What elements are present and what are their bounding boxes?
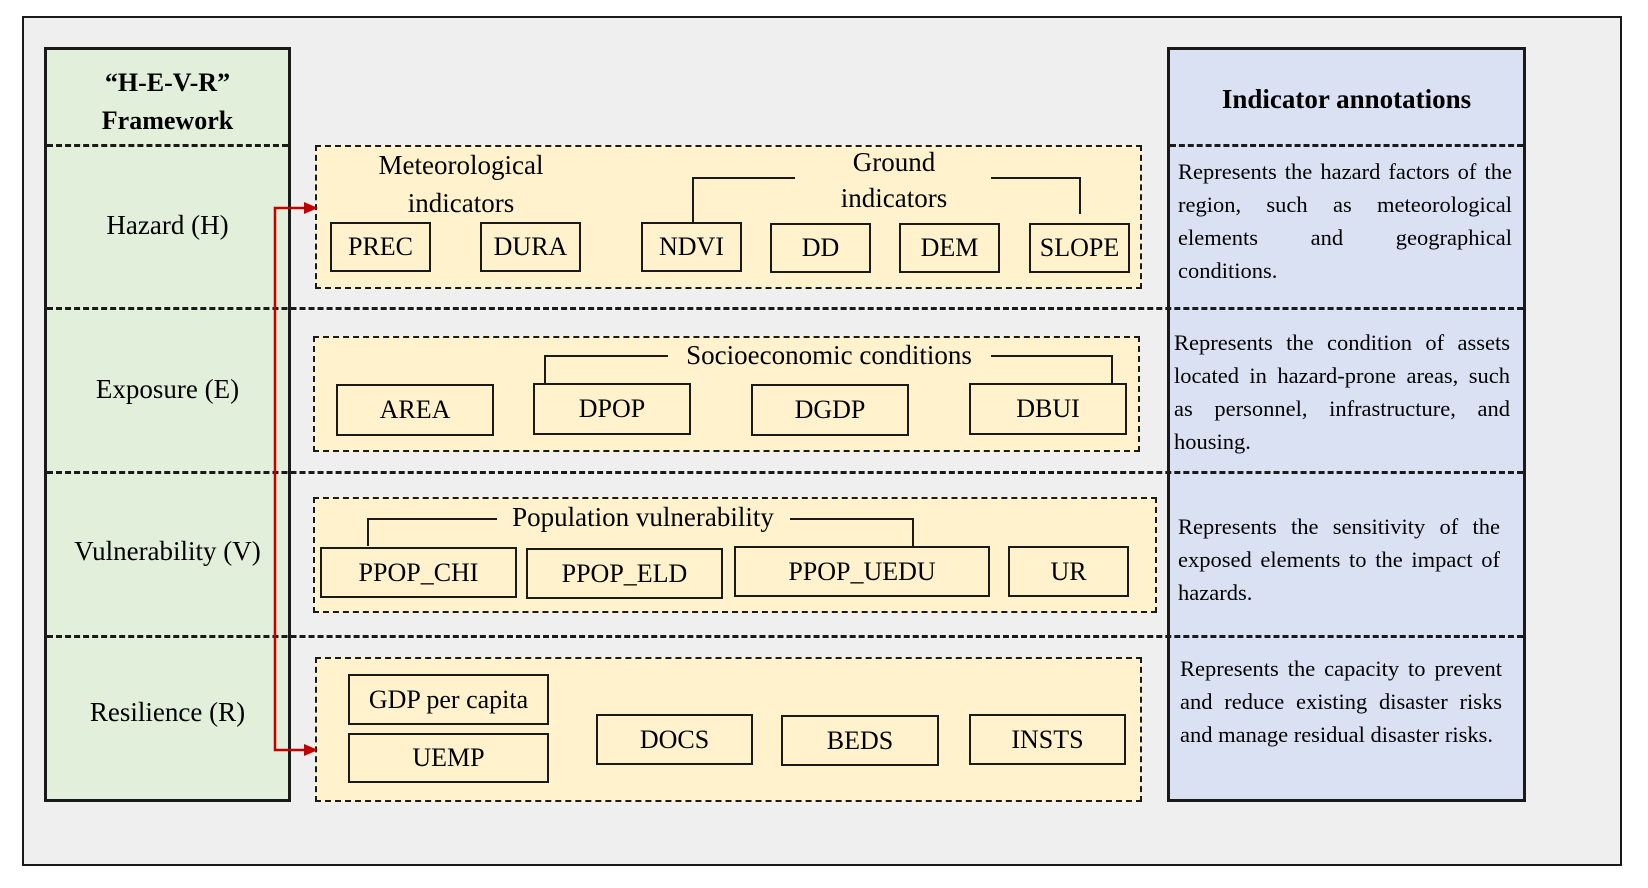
indicator-ppop-chi: PPOP_CHI xyxy=(320,547,517,598)
annotation-column xyxy=(1167,47,1526,802)
indicator-ppop-eld: PPOP_ELD xyxy=(526,548,723,599)
row-label-vulnerability: Vulnerability (V) xyxy=(74,536,261,566)
indicator-dgdp: DGDP xyxy=(751,384,909,436)
row-divider-1 xyxy=(47,307,1523,310)
indicator-ndvi: NDVI xyxy=(641,222,742,272)
annotation-resilience: Represents the capacity to prevent and r… xyxy=(1180,656,1502,747)
indicator-area: AREA xyxy=(336,384,494,436)
indicator-dura: DURA xyxy=(480,222,581,272)
ground-group-label: Ground indicators xyxy=(840,147,948,213)
population-group-label: Population vulnerability xyxy=(512,502,774,532)
annotation-hazard: Represents the hazard factors of the reg… xyxy=(1178,159,1512,283)
row-label-exposure: Exposure (E) xyxy=(95,374,240,404)
red-arrow xyxy=(273,206,306,752)
indicator-gdp-per-capita: GDP per capita xyxy=(348,674,549,725)
row-divider-3 xyxy=(47,635,1523,638)
indicator-prec: PREC xyxy=(330,222,431,272)
indicator-uemp: UEMP xyxy=(348,733,549,783)
annotation-exposure: Represents the condition of assets locat… xyxy=(1174,330,1510,454)
arrow-head-top xyxy=(304,202,318,214)
indicator-docs: DOCS xyxy=(596,714,753,765)
indicator-dd: DD xyxy=(770,223,871,273)
framework-title-line2: Framework xyxy=(101,106,234,135)
framework-title-line1: “H-E-V-R” xyxy=(104,68,231,97)
indicator-dpop: DPOP xyxy=(533,383,691,435)
indicator-beds: BEDS xyxy=(781,715,939,766)
row-label-resilience: Resilience (R) xyxy=(89,697,246,727)
left-header-divider xyxy=(47,144,288,147)
row-divider-2 xyxy=(47,471,1523,474)
socioeconomic-group-label: Socioeconomic conditions xyxy=(686,340,972,370)
indicator-ppop-uedu: PPOP_UEDU xyxy=(734,546,990,597)
indicator-slope: SLOPE xyxy=(1029,223,1130,273)
arrow-head-bottom xyxy=(304,744,318,756)
annotation-vulnerability: Represents the sensitivity of the expose… xyxy=(1178,514,1500,605)
right-header-divider xyxy=(1170,144,1523,147)
framework-column xyxy=(44,47,291,802)
annotations-header: Indicator annotations xyxy=(1221,84,1472,114)
indicator-insts: INSTS xyxy=(969,714,1126,765)
row-label-hazard: Hazard (H) xyxy=(106,210,229,240)
indicator-dbui: DBUI xyxy=(969,383,1127,435)
framework-title: “H-E-V-R” Framework xyxy=(44,64,291,140)
indicator-ur: UR xyxy=(1008,546,1129,597)
meteorological-group-label: Meteorological indicators xyxy=(378,150,544,218)
indicator-dem: DEM xyxy=(899,223,1000,273)
